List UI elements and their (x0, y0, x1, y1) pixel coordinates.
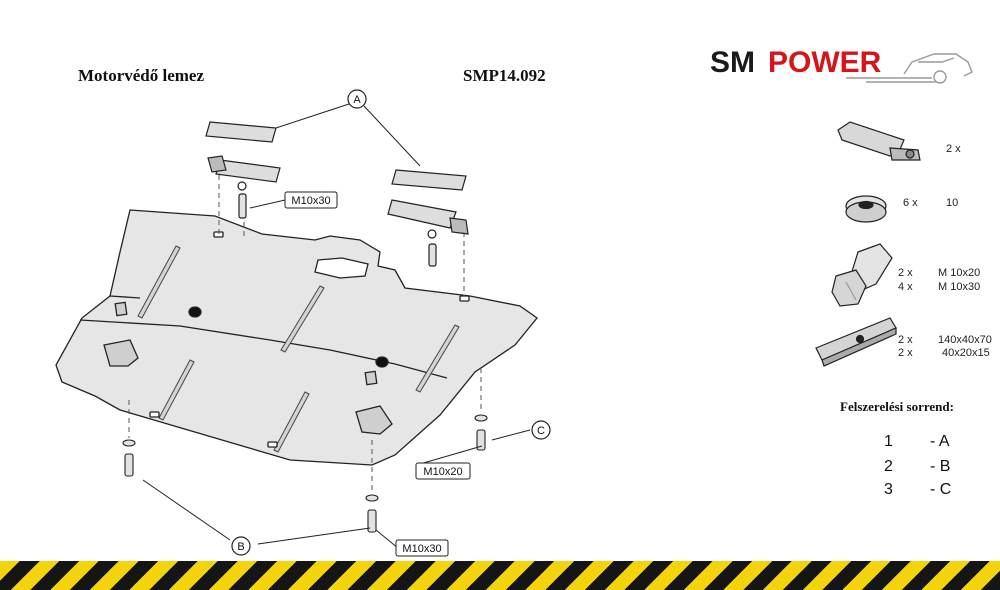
part-washer-qty: 6 x (903, 197, 918, 209)
sequence-title: Felszerelési sorrend: (840, 399, 954, 414)
callout-c-label: C (537, 425, 545, 437)
bolt-label-right: M10x20 (415, 462, 471, 480)
part-bolt-size-2: M 10x30 (938, 281, 980, 293)
callout-c: C (531, 420, 551, 440)
callout-b-label: B (237, 541, 244, 553)
car-silhouette-icon (846, 53, 973, 84)
fastener-set (122, 414, 488, 533)
sequence-step-letter: - C (930, 481, 952, 498)
part-bolt-size-1: M 10x20 (938, 267, 980, 279)
part-plate-size-2: 40x20x15 (942, 347, 990, 359)
callout-b: B (231, 536, 251, 556)
callout-a-label: A (353, 94, 361, 106)
bolt-label-right-text: M10x20 (423, 466, 462, 478)
skid-plate (55, 209, 538, 466)
sequence-step-number: 3 (884, 481, 893, 498)
part-plate-size-1: 140x40x70 (938, 334, 992, 346)
hazard-stripe-border (0, 561, 1000, 590)
callout-a: A (347, 89, 367, 109)
sequence-step-number: 2 (884, 458, 893, 475)
part-plate-qty-2: 2 x (898, 347, 913, 359)
logo-power-text: POWER (768, 46, 882, 79)
bolt-label-bottom-text: M10x30 (402, 543, 441, 555)
part-bracket (837, 121, 921, 161)
bracket-upper-left (205, 121, 281, 219)
smpower-logo: SM POWER (710, 46, 973, 84)
sequence-step-letter: - B (930, 458, 951, 475)
leader-lines (142, 102, 531, 549)
sequence-step-letter: - A (930, 433, 950, 450)
part-bracket-qty: 2 x (946, 143, 961, 155)
bolt-label-top: M10x30 (284, 191, 338, 209)
page-title: Motorvédő lemez (78, 66, 205, 85)
product-code: SMP14.092 (463, 66, 546, 85)
bracket-upper-right (387, 169, 469, 267)
sequence-step-number: 1 (884, 433, 893, 450)
part-washer-size: 10 (946, 197, 958, 209)
part-bolt-qty-2: 4 x (898, 281, 913, 293)
bolt-label-bottom: M10x30 (395, 539, 449, 557)
part-bolt-qty-1: 2 x (898, 267, 913, 279)
alignment-lines (128, 175, 482, 492)
bolt-label-top-text: M10x30 (291, 195, 330, 207)
part-plate (815, 317, 897, 367)
logo-sm-text: SM (710, 46, 755, 79)
part-plate-qty-1: 2 x (898, 334, 913, 346)
part-bolt (831, 243, 893, 307)
part-washer (845, 195, 887, 223)
